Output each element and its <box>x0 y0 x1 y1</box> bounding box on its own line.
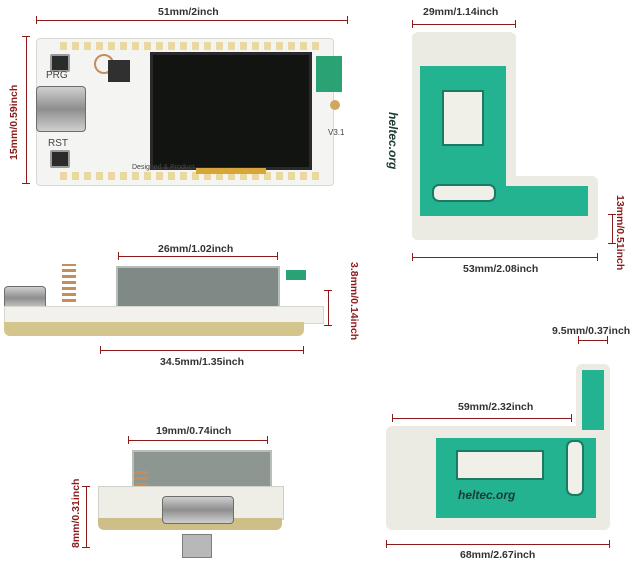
dim-case-l-top: 29mm/1.14inch <box>423 6 499 18</box>
dim-line-case-l-top <box>412 24 516 25</box>
ipex-connector-icon <box>330 100 340 110</box>
screen-flex-cable <box>196 168 266 174</box>
case-r-tab-insert <box>582 370 604 430</box>
dim-line-top-height <box>26 36 27 184</box>
dim-line-case-r-width <box>386 544 610 545</box>
spring-icon <box>62 264 76 302</box>
dim-line-case-l-height <box>612 214 613 244</box>
dim-line-side-screen <box>118 256 278 257</box>
oled-screen <box>150 52 312 170</box>
version-label: V3.1 <box>328 128 345 137</box>
antenna-connector <box>316 56 342 92</box>
rst-button <box>50 150 70 168</box>
dim-line-top-width <box>36 20 348 21</box>
dim-line-case-l-width <box>412 257 598 258</box>
case-r-brand: heltec.org <box>458 488 516 502</box>
dim-case-l-width: 53mm/2.08inch <box>463 263 539 275</box>
dim-side-thickness: 3.8mm/0.14inch <box>348 262 360 341</box>
prg-button <box>50 54 70 72</box>
side-antenna-connector <box>286 270 306 280</box>
dim-case-r-tab: 9.5mm/0.37inch <box>552 325 631 337</box>
dim-side-screen: 26mm/1.02inch <box>158 243 234 255</box>
dim-end-height: 8mm/0.31inch <box>70 478 82 548</box>
dim-line-end-width <box>128 440 268 441</box>
end-usb-port <box>162 496 234 524</box>
dim-line-case-r-tab <box>578 340 608 341</box>
case-r-window <box>456 450 544 480</box>
usb-c-port <box>36 86 86 132</box>
side-pcb-underside <box>4 322 304 336</box>
case-l-window <box>442 90 484 146</box>
end-connector-tab <box>182 534 212 558</box>
dim-line-side-thickness <box>328 290 329 326</box>
case-r-slot <box>566 440 584 496</box>
chip-icon <box>108 60 130 82</box>
dim-top-width: 51mm/2inch <box>158 6 219 18</box>
pin-header-bottom <box>60 172 322 180</box>
case-l-brand: heltec.org <box>386 112 400 170</box>
dim-line-end-height <box>86 486 87 548</box>
pin-header-top <box>60 42 322 50</box>
dim-line-side-length <box>100 350 304 351</box>
dim-top-height: 15mm/0.59inch <box>8 84 20 160</box>
dim-end-width: 19mm/0.74inch <box>156 425 232 437</box>
rst-label: RST <box>48 138 68 149</box>
dim-case-r-width: 68mm/2.67inch <box>460 549 536 561</box>
prg-label: PRG <box>46 70 68 81</box>
dim-case-l-height: 13mm/0.51inch <box>614 195 626 271</box>
case-l-slot <box>432 184 496 202</box>
designer-label: Designed & Product <box>132 164 195 171</box>
dim-case-r-inner: 59mm/2.32inch <box>458 401 534 413</box>
dim-line-case-r-inner <box>392 418 572 419</box>
dim-side-length: 34.5mm/1.35inch <box>160 356 245 368</box>
end-pcb-underside <box>98 518 282 530</box>
